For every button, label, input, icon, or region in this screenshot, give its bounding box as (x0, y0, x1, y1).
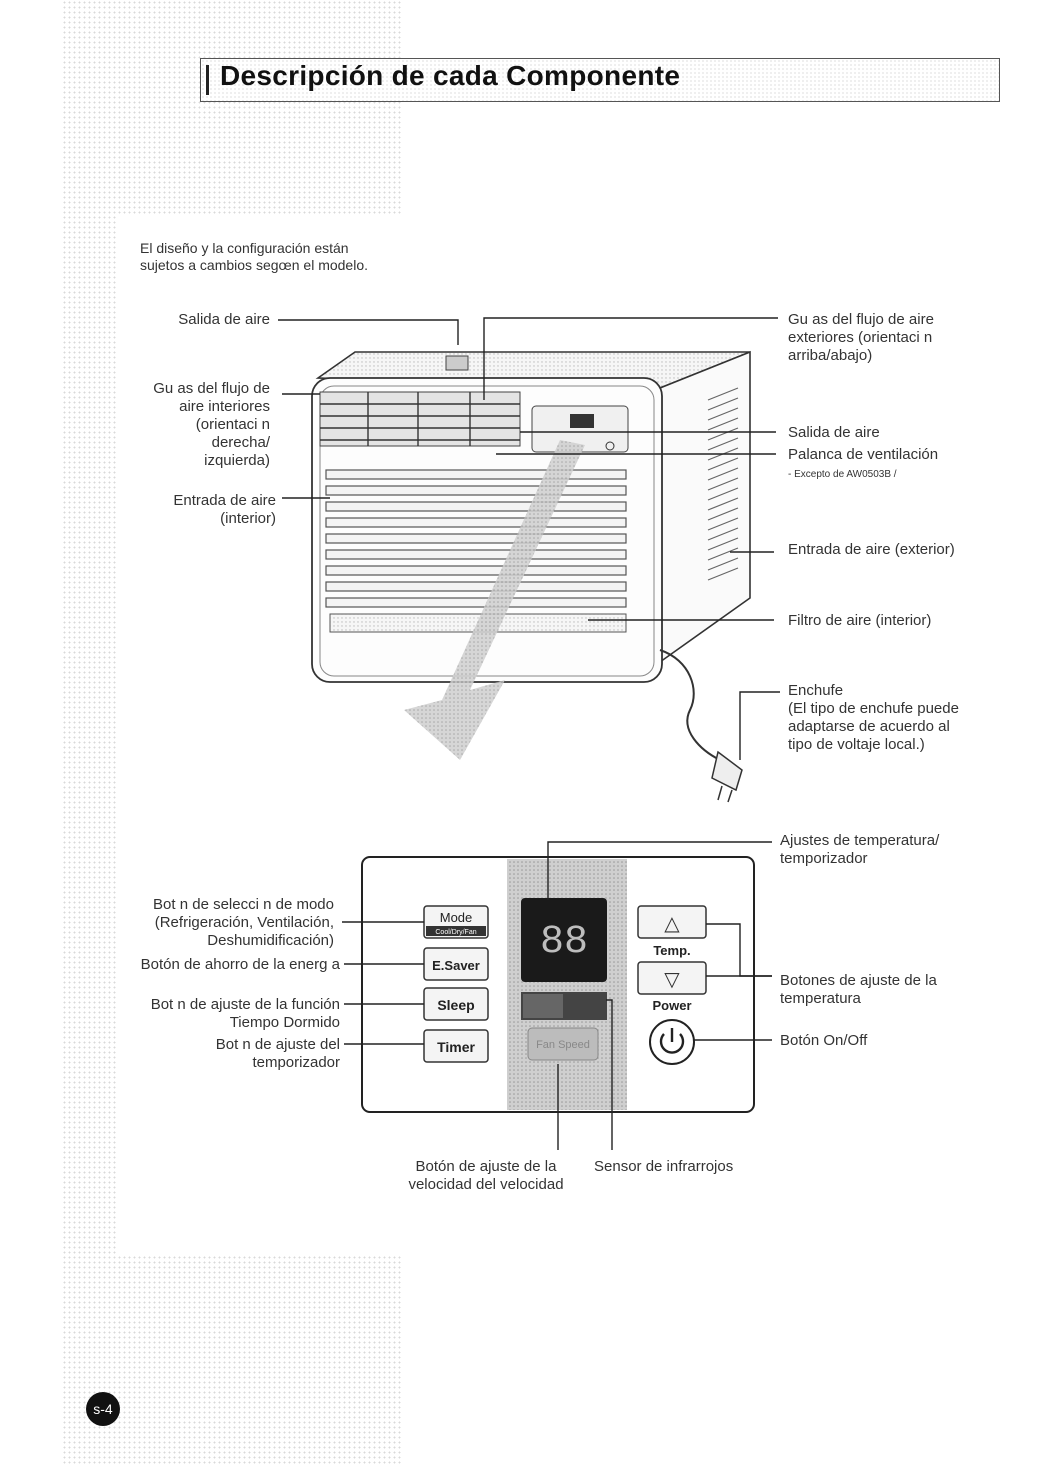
bg-texture-bottom (62, 1255, 402, 1465)
label-timer-button: Bot n de ajuste del temporizador (215, 1036, 340, 1071)
mode-button-sublabel: Cool/Dry/Fan (435, 929, 476, 936)
panel-leader-lines (342, 841, 772, 1150)
ac-unit-illustration (311, 350, 751, 803)
control-panel-illustration (361, 856, 755, 1113)
temp-down-symbol: ▽ (664, 969, 680, 991)
temp-label: Temp. (653, 943, 690, 958)
label-inner-guides: Gu as del flujo de aire interiores (orie… (153, 380, 270, 469)
label-air-outlet-top: Salida de aire (178, 311, 270, 328)
label-sleep-button: Bot n de ajuste de la función Tiempo Dor… (150, 996, 340, 1031)
page-number-badge: s-4 (86, 1392, 120, 1426)
label-mode-button: Bot n de selecci n de modo (Refrigeració… (153, 896, 334, 949)
bg-texture-top (62, 0, 402, 215)
label-outer-guides: Gu as del flujo de aire exteriores (orie… (788, 311, 934, 364)
display-digits: 88 (540, 920, 588, 965)
label-plug: Enchufe (El tipo de enchufe puede adapta… (788, 682, 959, 753)
temp-up-symbol: △ (664, 913, 680, 935)
label-temp-buttons: Botones de ajuste de la temperatura (780, 972, 937, 1007)
label-energy-button: Botón de ahorro de la energ a (140, 956, 340, 973)
label-onoff: Botón On/Off (780, 1032, 868, 1049)
label-ir-sensor: Sensor de infrarrojos (594, 1158, 734, 1175)
page-title: Descripción de cada Componente (220, 60, 681, 91)
intro-note: El diseño y la configuración están sujet… (140, 240, 368, 273)
bg-texture-left (62, 215, 117, 1255)
label-air-inlet-outer: Entrada de aire (exterior) (788, 541, 955, 558)
label-air-outlet-right: Salida de aire (788, 424, 880, 441)
unit-leader-lines (278, 317, 780, 760)
label-fan-speed: Botón de ajuste de la velocidad del velo… (408, 1158, 564, 1193)
mode-button-label: Mode (440, 910, 473, 925)
label-air-inlet-inner: Entrada de aire (interior) (173, 492, 276, 527)
label-air-filter: Filtro de aire (interior) (788, 612, 932, 629)
fan-speed-button-label: Fan Speed (536, 1039, 590, 1051)
timer-button-label: Timer (437, 1039, 475, 1055)
power-label: Power (652, 998, 691, 1013)
sleep-button-label: Sleep (437, 997, 474, 1013)
label-vent-lever: Palanca de ventilación - Excepto de AW05… (788, 446, 939, 480)
esaver-button-label: E.Saver (432, 958, 480, 973)
label-temp-timer: Ajustes de temperatura/ temporizador (780, 832, 940, 867)
header-bar (200, 58, 1000, 102)
